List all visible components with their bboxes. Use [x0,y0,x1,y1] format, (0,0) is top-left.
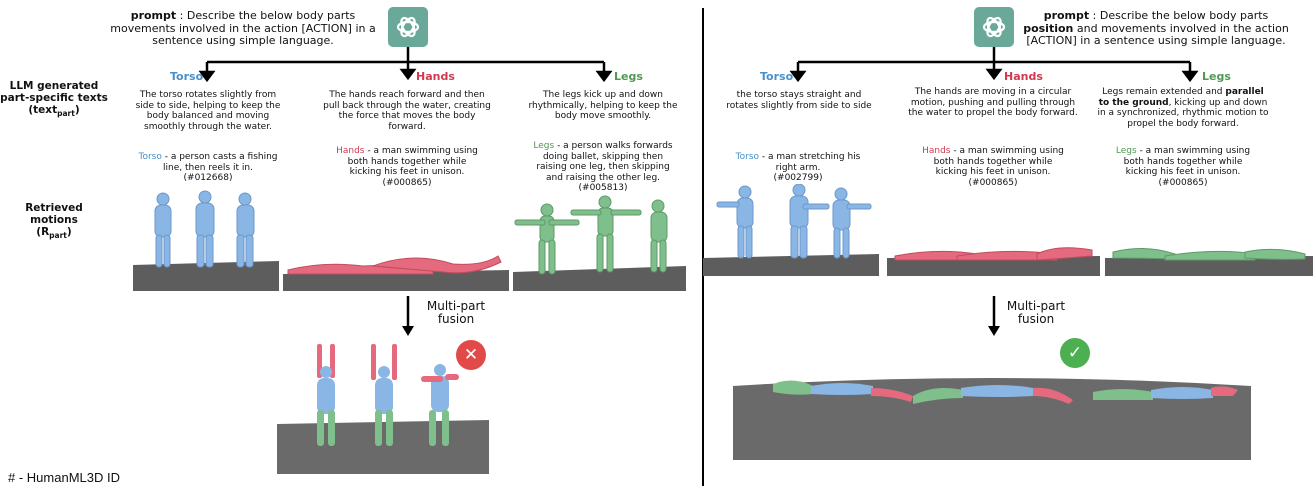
right-hands-text: The hands are moving in a circular motio… [908,87,1078,119]
right-legs-text: Legs remain extended and parallel to the… [1097,87,1269,129]
right-hands-header: Hands [1004,70,1043,83]
retrieved-motions-label: Retrieved motions (Rpart) [0,202,108,242]
left-torso-header: Torso [170,70,203,83]
left-torso-motion-panel [133,185,279,291]
right-torso-retrieval: Torso - a man stretching his right arm. … [728,152,868,184]
footnote: # - HumanML3D ID [8,470,120,485]
check-icon: ✓ [1060,338,1090,368]
right-legs-motion-panel [1105,236,1313,276]
right-legs-retrieval: Legs - a man swimming using both hands t… [1108,146,1258,188]
left-hands-header: Hands [416,70,455,83]
left-legs-retrieval: Legs - a person walks forwards doing bal… [528,141,678,194]
left-hands-motion-panel [283,236,509,291]
left-hands-retrieval: Hands - a man swimming using both hands … [332,146,482,188]
llm-generated-label: LLM generated part-specific texts (textp… [0,80,108,120]
right-torso-text: the torso stays straight and rotates sli… [724,90,874,111]
right-branch-arrows [700,0,1315,100]
left-torso-retrieval: Torso - a person casts a fishing line, t… [138,152,278,184]
right-hands-retrieval: Hands - a man swimming using both hands … [918,146,1068,188]
right-torso-header: Torso [760,70,793,83]
left-legs-text: The legs kick up and down rhythmically, … [523,90,683,122]
right-legs-header: Legs [1202,70,1231,83]
left-torso-text: The torso rotates slightly from side to … [133,90,283,132]
left-hands-text: The hands reach forward and then pull ba… [322,90,492,132]
right-fused-motion-panel [733,366,1251,460]
left-legs-header: Legs [614,70,643,83]
right-torso-motion-panel [703,184,879,276]
left-fusion-arrow [400,296,416,338]
left-legs-motion-panel [513,192,686,291]
cross-icon: ✕ [456,340,486,370]
right-hands-motion-panel [887,236,1100,276]
